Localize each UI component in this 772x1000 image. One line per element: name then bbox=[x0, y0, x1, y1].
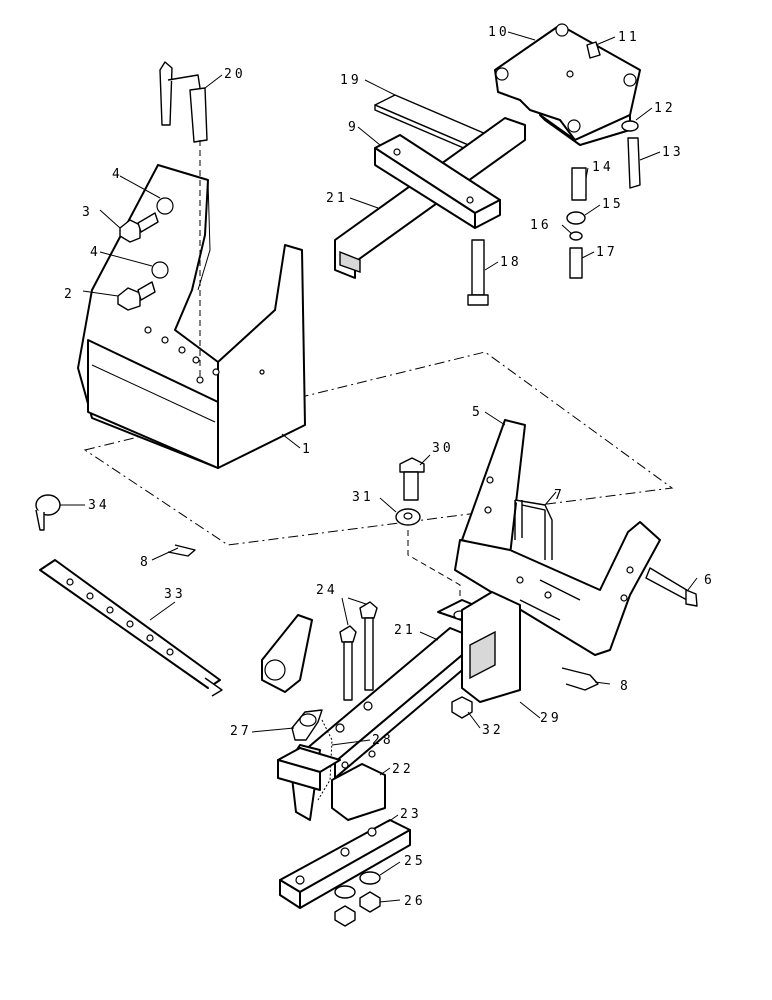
label-part-32: 32 bbox=[482, 723, 504, 738]
label-part-15: 15 bbox=[602, 197, 624, 212]
parts-25-26-washers-nuts bbox=[334, 871, 381, 927]
label-part-16: 16 bbox=[530, 218, 552, 233]
parts-14-17-pin-washers-bolt bbox=[566, 167, 587, 279]
part-7-u-bolt bbox=[514, 499, 553, 560]
label-part-2: 2 bbox=[64, 287, 75, 302]
label-part-21a: 21 bbox=[326, 191, 348, 206]
label-part-4a: 4 bbox=[112, 167, 123, 182]
label-part-10: 10 bbox=[488, 25, 510, 40]
label-part-19: 19 bbox=[340, 73, 362, 88]
part-31-washer bbox=[395, 508, 461, 612]
part-30-bolt bbox=[399, 457, 425, 501]
label-part-22: 22 bbox=[392, 762, 414, 777]
part-5-bracket bbox=[454, 419, 661, 656]
label-part-28: 28 bbox=[372, 733, 394, 748]
label-part-14: 14 bbox=[592, 160, 614, 175]
part-2-bolt bbox=[117, 281, 156, 311]
assembly-outline bbox=[83, 351, 674, 546]
label-part-7: 7 bbox=[554, 488, 565, 503]
part-10-plate bbox=[494, 23, 641, 146]
part-22-spacer-blocks bbox=[277, 747, 386, 821]
part-32-nut bbox=[451, 696, 473, 719]
label-part-6: 6 bbox=[704, 573, 715, 588]
part-9-clamp-plate bbox=[374, 134, 501, 229]
part-29-hitch-block bbox=[461, 591, 521, 703]
leader-lines bbox=[60, 31, 698, 903]
label-part-27: 27 bbox=[230, 724, 252, 739]
label-part-29: 29 bbox=[540, 711, 562, 726]
part-8-r-clip-left bbox=[167, 544, 196, 557]
part-labels: 1 2 3 4 4 5 6 7 8 8 9 10 11 12 13 14 15 … bbox=[64, 25, 715, 909]
label-part-3: 3 bbox=[82, 205, 93, 220]
part-8-r-clip-right bbox=[561, 667, 599, 691]
part-18-bolt bbox=[467, 239, 489, 306]
label-part-33: 33 bbox=[164, 587, 186, 602]
label-part-11: 11 bbox=[618, 30, 640, 45]
part-20-clevis-pin bbox=[159, 61, 208, 380]
part-clevis-arm bbox=[261, 614, 313, 693]
part-3-bolt bbox=[119, 212, 159, 243]
part-33-link-bar bbox=[39, 559, 223, 697]
part-6-bolt bbox=[645, 567, 698, 607]
label-part-30: 30 bbox=[432, 441, 454, 456]
label-part-20: 20 bbox=[224, 67, 246, 82]
label-part-23: 23 bbox=[400, 807, 422, 822]
label-part-34: 34 bbox=[88, 498, 110, 513]
label-part-17: 17 bbox=[596, 245, 618, 260]
label-part-24: 24 bbox=[316, 583, 338, 598]
label-part-13: 13 bbox=[662, 145, 684, 160]
label-part-12: 12 bbox=[654, 101, 676, 116]
part-34-linch-pin bbox=[35, 494, 61, 531]
label-part-8a: 8 bbox=[140, 555, 151, 570]
label-part-25: 25 bbox=[404, 854, 426, 869]
label-part-1: 1 bbox=[302, 442, 313, 457]
part-24-bolts bbox=[339, 601, 378, 701]
label-part-18: 18 bbox=[500, 255, 522, 270]
label-part-8b: 8 bbox=[620, 679, 631, 694]
part-1-main-bracket bbox=[77, 164, 306, 469]
label-part-26: 26 bbox=[404, 894, 426, 909]
parts-12-13-washer-bolt bbox=[621, 120, 641, 189]
label-part-5: 5 bbox=[472, 405, 483, 420]
part-23-lower-plate bbox=[279, 819, 411, 909]
label-part-21b: 21 bbox=[394, 623, 416, 638]
part-11-stud bbox=[586, 41, 601, 59]
label-part-9: 9 bbox=[348, 120, 359, 135]
label-part-4b: 4 bbox=[90, 245, 101, 260]
label-part-31: 31 bbox=[352, 490, 374, 505]
